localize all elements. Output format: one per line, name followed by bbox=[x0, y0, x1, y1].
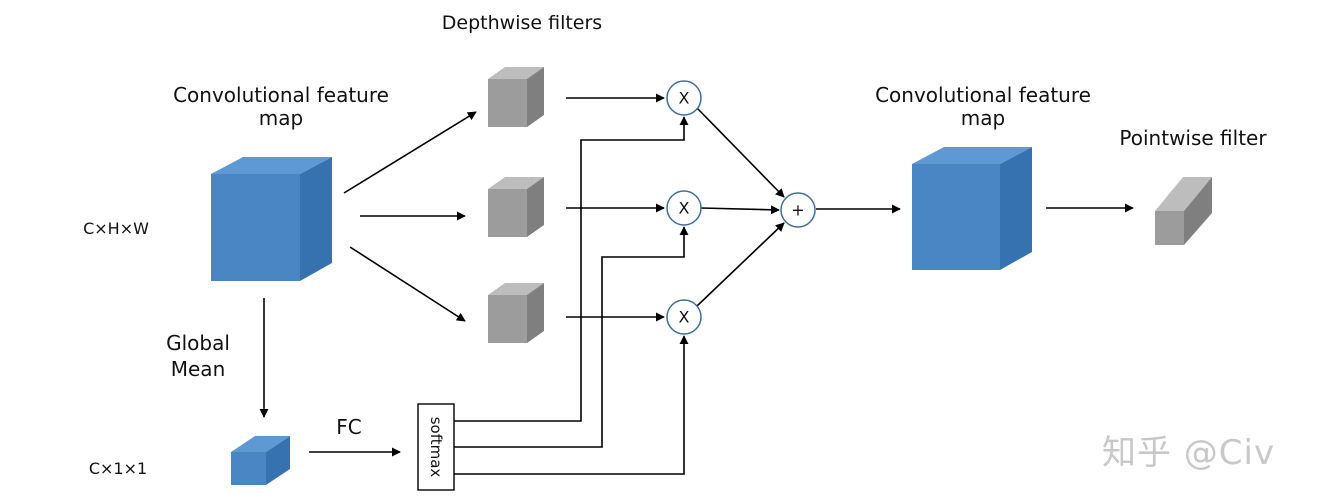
arrow-softmax-to-mult-3 bbox=[454, 335, 689, 475]
multiply-node-ring bbox=[666, 190, 702, 226]
multiply-node-ring bbox=[666, 80, 702, 116]
multiply-symbol: X bbox=[679, 308, 690, 327]
fc-label: FC bbox=[336, 415, 361, 439]
arrow-softmax-to-mult-2 bbox=[454, 226, 689, 448]
cube-front-face bbox=[488, 79, 527, 127]
arrow-mult-1-to-add bbox=[696, 107, 785, 198]
multiply-node-ring bbox=[666, 299, 702, 335]
watermark-text: 知乎 @Civ bbox=[1102, 433, 1275, 473]
arrow-mult-3-to-add bbox=[696, 222, 785, 307]
cube-side-face bbox=[527, 177, 544, 237]
cube-front-face bbox=[488, 189, 527, 237]
global-mean-label-line2: Mean bbox=[171, 357, 226, 381]
pooled-vector-icon bbox=[231, 436, 290, 485]
cube-front-face bbox=[912, 164, 1000, 270]
cube-top-face bbox=[488, 177, 544, 189]
cube-side-face bbox=[266, 436, 290, 485]
input-feature-map-icon bbox=[211, 157, 332, 281]
input-shape-label: C×H×W bbox=[83, 219, 149, 238]
softmax-box: softmax bbox=[417, 403, 455, 491]
pooled-shape-label: C×1×1 bbox=[89, 459, 147, 478]
slab-front-face bbox=[1155, 211, 1184, 245]
pointwise-filter-icon bbox=[1155, 177, 1212, 245]
global-mean-label-line1: Global bbox=[166, 331, 230, 355]
slab-top-face bbox=[1155, 177, 1212, 211]
cube-front-face bbox=[488, 295, 527, 343]
output-feature-map-icon bbox=[912, 147, 1032, 270]
multiply-node-3: X bbox=[666, 299, 702, 335]
multiply-node-1: X bbox=[666, 80, 702, 116]
multiply-symbol: X bbox=[679, 199, 690, 218]
multiply-symbol: X bbox=[679, 89, 690, 108]
arrow-feature-to-filter-1 bbox=[343, 111, 477, 194]
slab-side-face bbox=[1184, 177, 1212, 245]
cube-top-face bbox=[488, 283, 544, 295]
conv-feature-map-left-label-line1: Convolutional feature bbox=[173, 83, 389, 107]
cube-top-face bbox=[211, 157, 332, 174]
cube-top-face bbox=[488, 67, 544, 79]
arrow-mult-2-to-add bbox=[700, 205, 780, 215]
cube-side-face bbox=[300, 157, 332, 281]
depthwise-filter-2-icon bbox=[488, 177, 544, 237]
cube-front-face bbox=[211, 174, 300, 281]
cube-side-face bbox=[527, 67, 544, 127]
cube-top-face bbox=[912, 147, 1032, 164]
cube-front-face bbox=[231, 452, 266, 485]
depthwise-filters-label: Depthwise filters bbox=[442, 12, 602, 34]
cube-side-face bbox=[1000, 147, 1032, 270]
pointwise-filter-label: Pointwise filter bbox=[1119, 126, 1267, 150]
arrow-softmax-to-mult-1 bbox=[454, 116, 689, 422]
conv-feature-map-left-label-line2: map bbox=[259, 106, 303, 130]
depthwise-filter-1-icon bbox=[488, 67, 544, 127]
arrow-feature-to-filter-3 bbox=[349, 246, 466, 322]
add-node-ring bbox=[780, 192, 816, 228]
softmax-label: softmax bbox=[427, 417, 445, 478]
conv-feature-map-right-label-line1: Convolutional feature bbox=[875, 83, 1091, 107]
cube-top-face bbox=[231, 436, 290, 452]
depthwise-filter-3-icon bbox=[488, 283, 544, 343]
add-node: + bbox=[780, 192, 816, 228]
conv-feature-map-right-label-line2: map bbox=[961, 106, 1005, 130]
multiply-node-2: X bbox=[666, 190, 702, 226]
cube-side-face bbox=[527, 283, 544, 343]
add-symbol: + bbox=[791, 201, 804, 220]
